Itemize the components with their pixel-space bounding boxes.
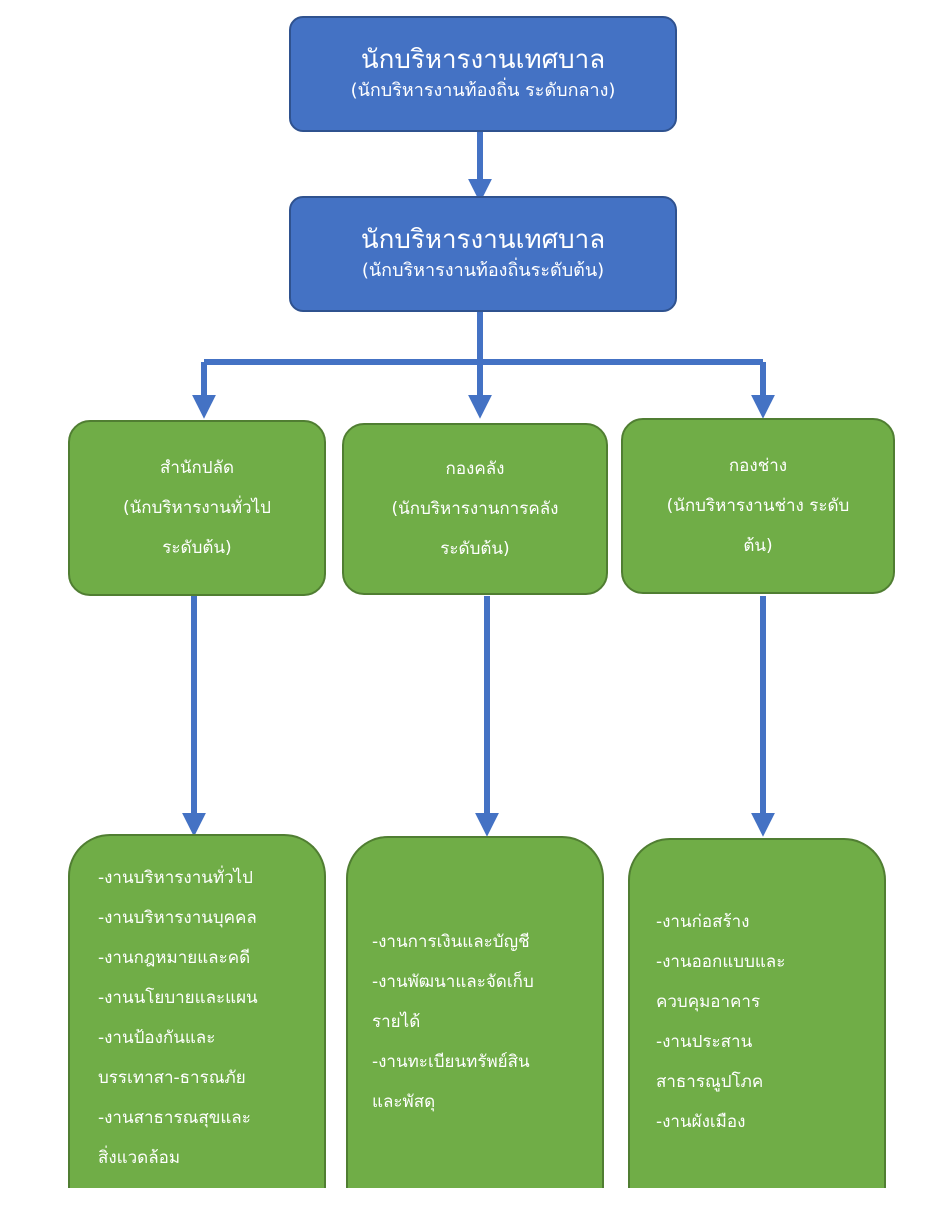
second-executive-subtitle: (นักบริหารงานท้องถิ่นระดับต้น) bbox=[361, 260, 605, 281]
task-item: -งานป้องกันและ bbox=[98, 1028, 216, 1048]
task-item: -งานกฎหมายและคดี bbox=[98, 948, 251, 968]
tasks-box-office: -งานบริหารงานทั่วไป -งานบริหารงานบุคคล -… bbox=[68, 834, 326, 1188]
tasks-box-engineering: -งานก่อสร้าง -งานออกแบบและ ควบคุมอาคาร -… bbox=[628, 838, 886, 1188]
top-executive-subtitle: (นักบริหารงานท้องถิ่น ระดับกลาง) bbox=[350, 80, 616, 101]
division-role: (นักบริหารงานช่าง ระดับ bbox=[666, 496, 850, 516]
task-item: -งานออกแบบและ bbox=[656, 952, 786, 972]
division-name: กองช่าง bbox=[728, 456, 788, 476]
task-item: -งานพัฒนาและจัดเก็บ bbox=[372, 972, 534, 992]
task-item: -งานสาธารณสุขและ bbox=[98, 1108, 251, 1128]
task-item: -งานการเงินและบัญชี bbox=[372, 932, 530, 952]
task-item: และพัสดุ bbox=[372, 1092, 436, 1112]
task-item: -งานทะเบียนทรัพย์สิน bbox=[372, 1052, 530, 1072]
task-item: สิ่งแวดล้อม bbox=[98, 1148, 181, 1168]
task-item: -งานประสาน bbox=[656, 1032, 753, 1052]
division-level: ระดับต้น) bbox=[440, 539, 510, 559]
second-executive-title: นักบริหารงานเทศบาล bbox=[360, 225, 606, 255]
division-box-office: สำนักปลัด (นักบริหารงานทั่วไป ระดับต้น) bbox=[68, 420, 326, 596]
top-executive-box: นักบริหารงานเทศบาล (นักบริหารงานท้องถิ่น… bbox=[289, 16, 677, 132]
top-executive-title: นักบริหารงานเทศบาล bbox=[360, 45, 606, 75]
division-role: (นักบริหารงานทั่วไป bbox=[123, 498, 271, 518]
task-item: บรรเทาสา-ธารณภัย bbox=[98, 1068, 246, 1088]
task-item: -งานบริหารงานทั่วไป bbox=[98, 868, 253, 888]
division-role: (นักบริหารงานการคลัง bbox=[391, 499, 559, 519]
task-item: ควบคุมอาคาร bbox=[656, 992, 761, 1012]
second-executive-box: นักบริหารงานเทศบาล (นักบริหารงานท้องถิ่น… bbox=[289, 196, 677, 312]
task-item: รายได้ bbox=[372, 1012, 421, 1032]
division-level: ต้น) bbox=[743, 536, 773, 556]
division-name: สำนักปลัด bbox=[159, 458, 235, 478]
task-item: สาธารณูปโภค bbox=[656, 1072, 764, 1092]
task-item: -งานนโยบายและแผน bbox=[98, 988, 258, 1008]
task-item: -งานผังเมือง bbox=[656, 1112, 746, 1132]
task-item: -งานก่อสร้าง bbox=[656, 912, 750, 932]
division-name: กองคลัง bbox=[445, 459, 505, 479]
division-box-finance: กองคลัง (นักบริหารงานการคลัง ระดับต้น) bbox=[342, 423, 608, 595]
division-box-engineering: กองช่าง (นักบริหารงานช่าง ระดับ ต้น) bbox=[621, 418, 895, 594]
tasks-box-finance: -งานการเงินและบัญชี -งานพัฒนาและจัดเก็บ … bbox=[346, 836, 604, 1188]
task-item: -งานบริหารงานบุคคล bbox=[98, 908, 257, 928]
division-level: ระดับต้น) bbox=[162, 538, 232, 558]
